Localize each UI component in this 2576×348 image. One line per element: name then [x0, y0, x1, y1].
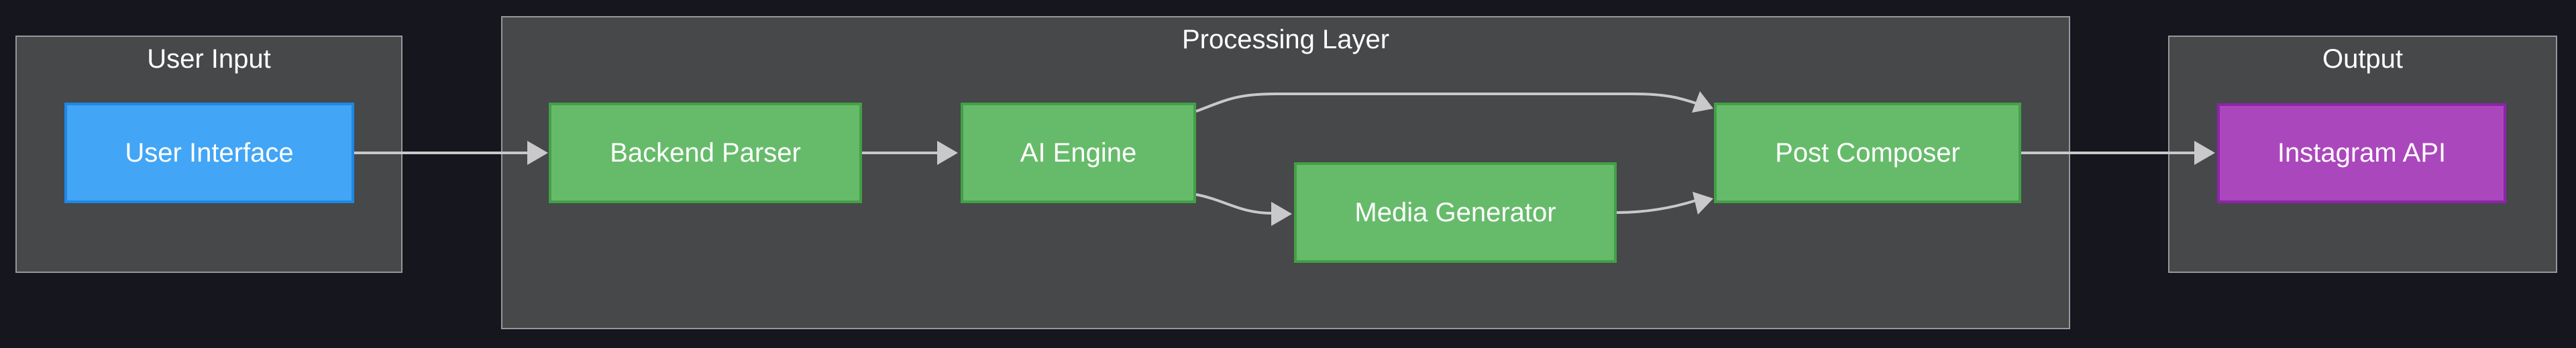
- node-label: Media Generator: [1354, 197, 1556, 227]
- subgraph-label-user-input: User Input: [147, 44, 271, 74]
- node-backend-parser: Backend Parser: [549, 103, 862, 203]
- node-label: Post Composer: [1775, 137, 1960, 168]
- node-post-composer: Post Composer: [1714, 103, 2021, 203]
- node-media-generator: Media Generator: [1294, 162, 1617, 263]
- node-label: Backend Parser: [610, 137, 801, 168]
- node-label: User Interface: [125, 137, 294, 168]
- subgraph-label-output: Output: [2322, 44, 2404, 74]
- node-label: AI Engine: [1020, 137, 1137, 168]
- node-user-interface: User Interface: [64, 103, 354, 203]
- node-instagram-api: Instagram API: [2217, 103, 2506, 203]
- subgraph-label-processing-layer: Processing Layer: [1181, 25, 1390, 54]
- node-label: Instagram API: [2277, 138, 2447, 168]
- node-ai-engine: AI Engine: [961, 103, 1196, 203]
